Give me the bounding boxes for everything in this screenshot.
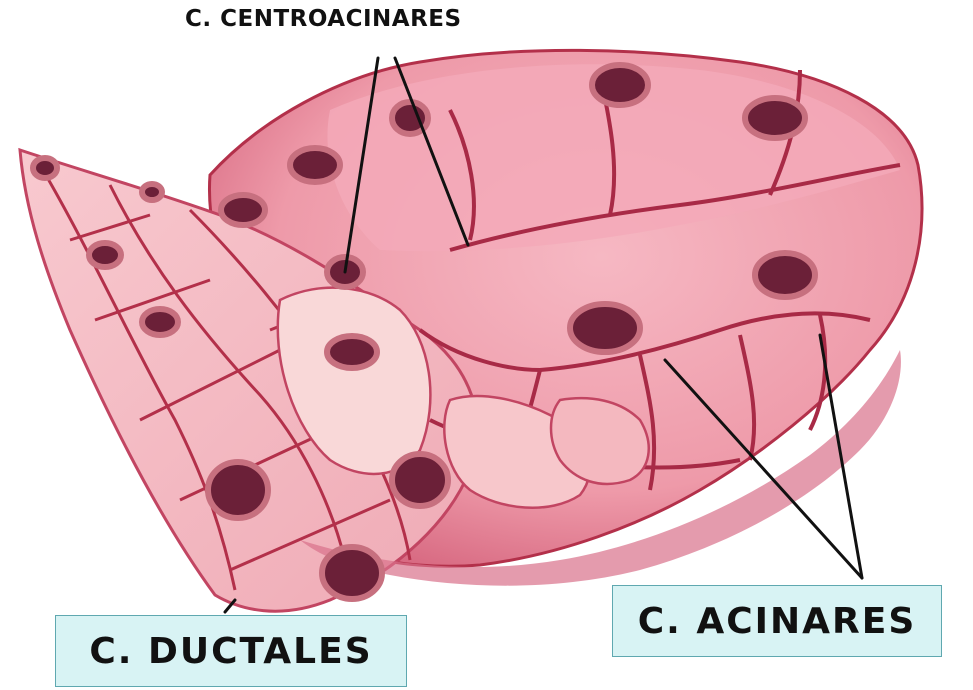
- label-ductales: C. DUCTALES: [55, 615, 407, 687]
- label-acinares: C. ACINARES: [612, 585, 942, 657]
- label-centroacinares: C. CENTROACINARES: [185, 6, 462, 32]
